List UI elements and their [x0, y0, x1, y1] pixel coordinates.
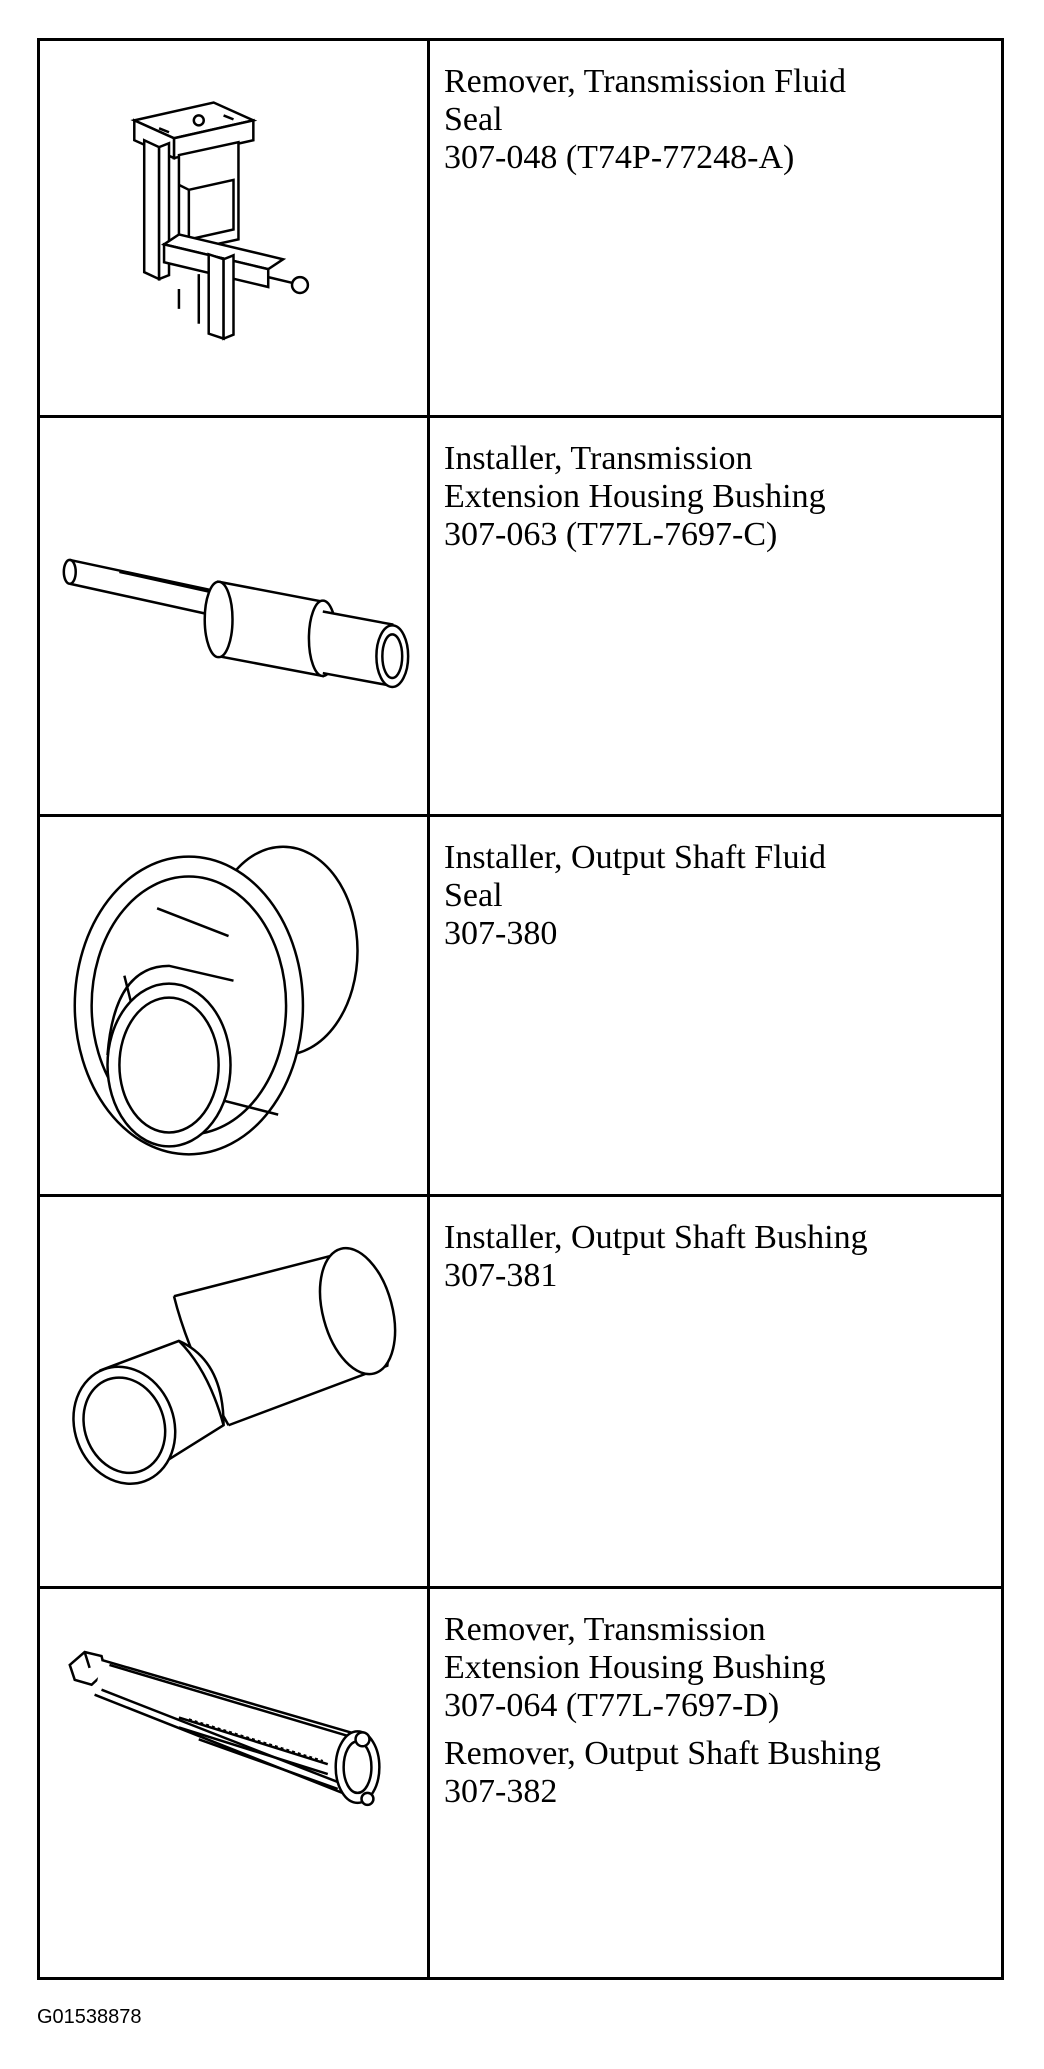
tool-name: Remover, Output Shaft Bushing	[444, 1735, 881, 1772]
table-row: Remover, Transmission Fluid Seal 307-048…	[40, 41, 1001, 418]
tool-description: Installer, Output Shaft Fluid Seal 307-3…	[430, 817, 1001, 1194]
table-row: Remover, Transmission Extension Housing …	[40, 1589, 1001, 1977]
spacer	[444, 1725, 987, 1735]
tool-illustration-cell	[40, 1589, 430, 1977]
tool-description: Remover, Transmission Fluid Seal 307-048…	[430, 41, 1001, 415]
figure-reference-id: G01538878	[37, 2006, 142, 2028]
tool-part-number: 307-063 (T77L-7697-C)	[444, 516, 778, 553]
tool-name: Remover, Transmission	[444, 1611, 766, 1648]
tool-name: Installer, Transmission	[444, 440, 753, 477]
tool-name: Remover, Transmission Fluid	[444, 63, 846, 100]
seal-remover-illustration	[40, 41, 427, 415]
tool-description: Remover, Transmission Extension Housing …	[430, 1589, 1001, 1977]
tool-name-continued: Extension Housing Bushing	[444, 1649, 826, 1686]
tool-name-continued: Seal	[444, 877, 503, 914]
table-row: Installer, Output Shaft Fluid Seal 307-3…	[40, 817, 1001, 1197]
tool-part-number: 307-381	[444, 1257, 558, 1294]
tool-part-number: 307-382	[444, 1773, 558, 1810]
seal-installer-illustration	[40, 817, 427, 1194]
tool-name: Installer, Output Shaft Bushing	[444, 1219, 868, 1256]
tool-illustration-cell	[40, 41, 430, 415]
tool-description: Installer, Output Shaft Bushing 307-381	[430, 1197, 1001, 1586]
tool-name-continued: Seal	[444, 101, 503, 138]
tool-name-continued: Extension Housing Bushing	[444, 478, 826, 515]
bushing-installer-illustration	[40, 418, 427, 814]
tool-description: Installer, Transmission Extension Housin…	[430, 418, 1001, 814]
tool-illustration-cell	[40, 1197, 430, 1586]
table-row: Installer, Output Shaft Bushing 307-381	[40, 1197, 1001, 1589]
tool-part-number: 307-064 (T77L-7697-D)	[444, 1687, 780, 1724]
tool-part-number: 307-048 (T74P-77248-A)	[444, 139, 795, 176]
tool-illustration-cell	[40, 817, 430, 1194]
bushing-remover-illustration	[40, 1589, 427, 1977]
table-row: Installer, Transmission Extension Housin…	[40, 418, 1001, 817]
tool-part-number: 307-380	[444, 915, 558, 952]
tool-illustration-cell	[40, 418, 430, 814]
special-tools-table: Remover, Transmission Fluid Seal 307-048…	[37, 38, 1004, 1980]
tool-name: Installer, Output Shaft Fluid	[444, 839, 827, 876]
bushing-installer-illustration	[40, 1197, 427, 1586]
